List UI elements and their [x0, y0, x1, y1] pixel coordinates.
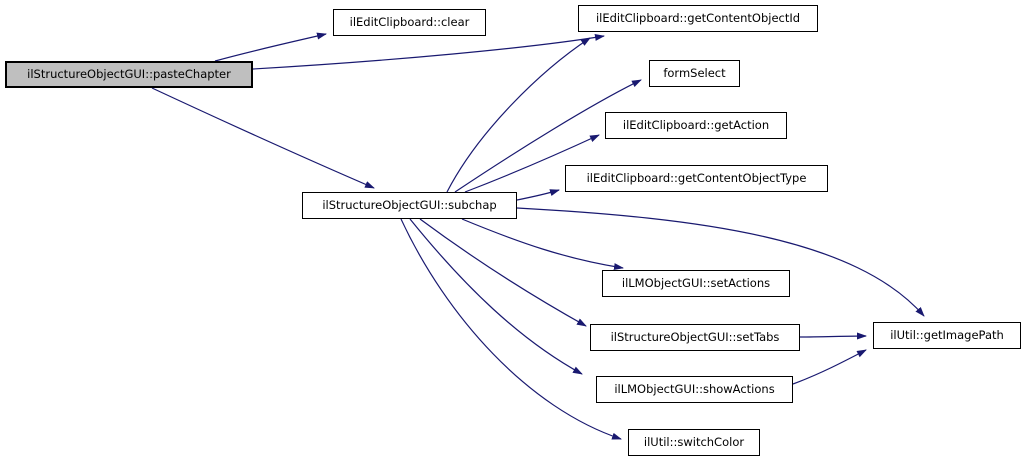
node-label: ilLMObjectGUI::setActions [621, 275, 771, 290]
node-getContentObjectId[interactable]: ilEditClipboard::getContentObjectId [578, 5, 818, 32]
edge-subchap-to-formSelect [454, 79, 642, 193]
edge-pasteChapter-to-getContentObjectId [252, 34, 605, 70]
node-label: ilEditClipboard::clear [349, 14, 470, 29]
edge-showActions-to-getImagePath [792, 349, 867, 385]
node-pasteChapter: ilStructureObjectGUI::pasteChapter [5, 61, 253, 88]
node-clear[interactable]: ilEditClipboard::clear [333, 9, 486, 36]
node-label: ilUtil::getImagePath [890, 327, 1004, 342]
node-label: ilEditClipboard::getAction [622, 117, 770, 132]
edge-subchap-to-getContentObjectType [516, 189, 560, 201]
edge-subchap-to-showActions [409, 218, 583, 375]
node-label: ilUtil::switchColor [643, 434, 745, 449]
node-subchap[interactable]: ilStructureObjectGUI::subchap [302, 192, 517, 219]
node-setActions[interactable]: ilLMObjectGUI::setActions [602, 270, 790, 297]
node-showActions[interactable]: ilLMObjectGUI::showActions [596, 376, 793, 403]
edge-subchap-to-switchColor [400, 218, 622, 440]
node-label: formSelect [663, 65, 726, 80]
edge-setTabs-to-getImagePath [799, 332, 867, 340]
node-getContentObjectType[interactable]: ilEditClipboard::getContentObjectType [565, 165, 828, 192]
node-label: ilStructureObjectGUI::subchap [322, 197, 497, 212]
node-setTabs[interactable]: ilStructureObjectGUI::setTabs [590, 324, 800, 351]
edge-subchap-to-getAction [464, 134, 600, 193]
edge-subchap-to-setTabs [419, 218, 587, 327]
node-formSelect[interactable]: formSelect [649, 60, 740, 87]
node-label: ilEditClipboard::getContentObjectId [595, 10, 801, 25]
node-getAction[interactable]: ilEditClipboard::getAction [605, 112, 787, 139]
edge-subchap-to-getContentObjectId [446, 37, 591, 193]
node-label: ilStructureObjectGUI::pasteChapter [27, 66, 231, 81]
node-label: ilEditClipboard::getContentObjectType [586, 170, 807, 185]
node-label: ilStructureObjectGUI::setTabs [610, 329, 780, 344]
edge-pasteChapter-to-subchap [151, 87, 375, 189]
edge-subchap-to-getImagePath [516, 207, 925, 317]
node-getImagePath[interactable]: ilUtil::getImagePath [873, 322, 1021, 349]
node-label: ilLMObjectGUI::showActions [614, 381, 775, 396]
edge-subchap-to-setActions [461, 218, 624, 271]
edge-pasteChapter-to-clear [214, 32, 327, 62]
node-switchColor[interactable]: ilUtil::switchColor [628, 429, 760, 456]
